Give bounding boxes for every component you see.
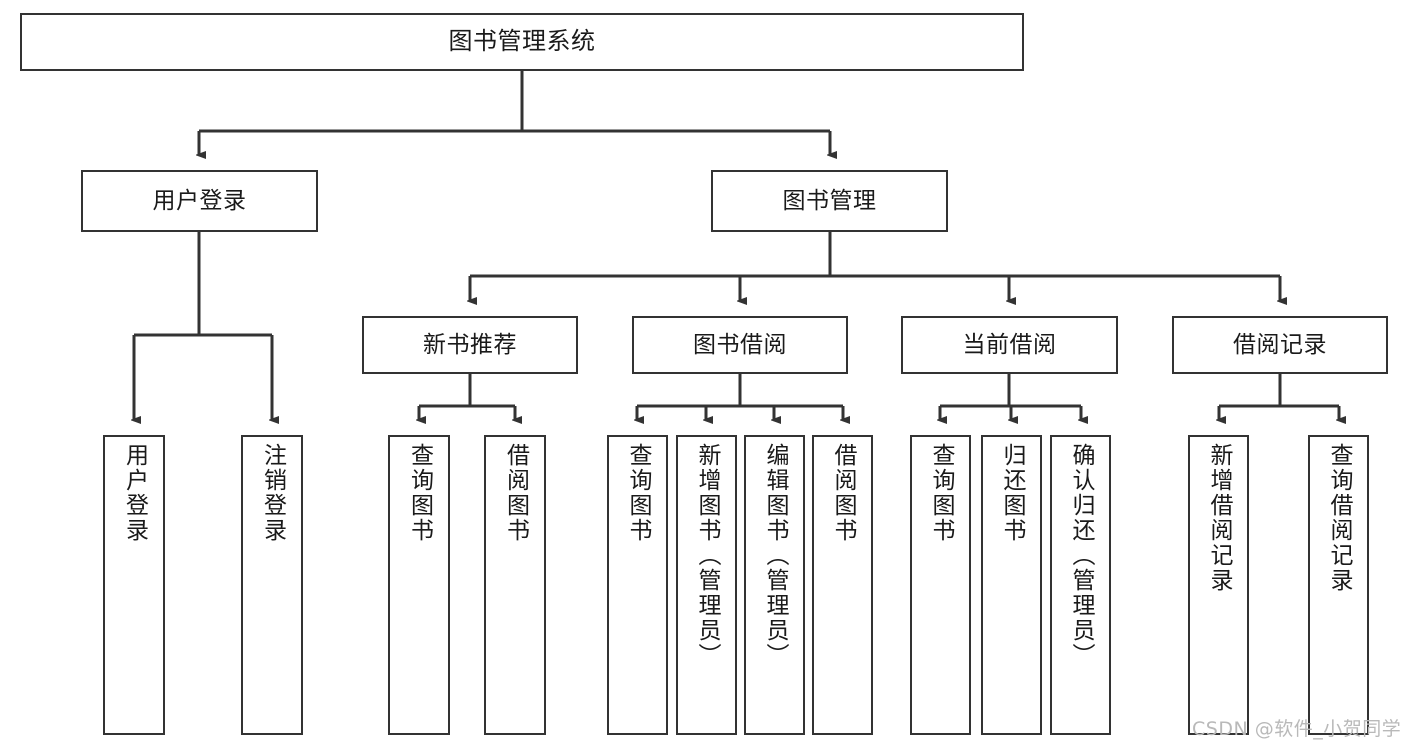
- node-leaf-label: 查询借阅记录: [1326, 443, 1352, 593]
- node-new-book-recommend-label: 新书推荐: [423, 331, 517, 358]
- node-user-login-label: 用户登录: [152, 187, 247, 214]
- node-leaf[interactable]: 借阅图书: [812, 435, 873, 735]
- node-leaf[interactable]: 注销登录: [241, 435, 303, 735]
- node-leaf[interactable]: 查询图书: [607, 435, 668, 735]
- node-current-borrow[interactable]: 当前借阅: [901, 316, 1118, 374]
- node-leaf[interactable]: 查询图书: [910, 435, 971, 735]
- node-leaf-label: 查询图书: [406, 443, 433, 543]
- edge-user-login-to-leaves: [134, 232, 272, 420]
- edge-book-manage-to-level3: [470, 232, 1280, 301]
- node-leaf[interactable]: 归还图书: [981, 435, 1042, 735]
- node-leaf-label: 编辑图书（管理员）: [762, 443, 788, 668]
- edge-borrow-record-to-leaves: [1219, 374, 1339, 420]
- node-book-borrow[interactable]: 图书借阅: [632, 316, 848, 374]
- node-leaf-label: 查询图书: [625, 443, 651, 543]
- edge-root-to-level2: [199, 71, 830, 155]
- node-book-management[interactable]: 图书管理: [711, 170, 948, 232]
- node-current-borrow-label: 当前借阅: [962, 331, 1057, 358]
- node-borrow-record-label: 借阅记录: [1233, 331, 1327, 358]
- node-book-borrow-label: 图书借阅: [693, 331, 787, 358]
- edge-borrow-to-leaves: [637, 374, 843, 420]
- node-leaf[interactable]: 查询图书: [388, 435, 450, 735]
- node-leaf-label: 用户登录: [121, 443, 148, 543]
- node-leaf-label: 借阅图书: [502, 443, 529, 543]
- node-leaf[interactable]: 用户登录: [103, 435, 165, 735]
- node-leaf[interactable]: 查询借阅记录: [1308, 435, 1369, 735]
- node-leaf-label: 确认归还（管理员）: [1068, 443, 1094, 668]
- node-leaf-label: 归还图书: [999, 443, 1025, 543]
- watermark-text: CSDN @软件_小贺同学: [1192, 718, 1402, 740]
- node-leaf[interactable]: 借阅图书: [484, 435, 546, 735]
- node-leaf[interactable]: 新增图书（管理员）: [676, 435, 737, 735]
- node-leaf[interactable]: 确认归还（管理员）: [1050, 435, 1111, 735]
- node-leaf-label: 新增图书（管理员）: [694, 443, 720, 668]
- node-user-login[interactable]: 用户登录: [81, 170, 318, 232]
- node-root-label: 图书管理系统: [448, 27, 596, 56]
- node-leaf-label: 注销登录: [259, 443, 286, 543]
- node-book-management-label: 图书管理: [782, 187, 877, 214]
- edge-new-book-to-leaves: [419, 374, 515, 420]
- node-leaf-label: 查询图书: [928, 443, 954, 543]
- node-root-system[interactable]: 图书管理系统: [20, 13, 1024, 71]
- node-leaf[interactable]: 新增借阅记录: [1188, 435, 1249, 735]
- edge-current-borrow-to-leaves: [940, 374, 1081, 420]
- node-borrow-record[interactable]: 借阅记录: [1172, 316, 1388, 374]
- node-new-book-recommend[interactable]: 新书推荐: [362, 316, 578, 374]
- node-leaf-label: 借阅图书: [830, 443, 856, 543]
- node-leaf[interactable]: 编辑图书（管理员）: [744, 435, 805, 735]
- node-leaf-label: 新增借阅记录: [1206, 443, 1232, 593]
